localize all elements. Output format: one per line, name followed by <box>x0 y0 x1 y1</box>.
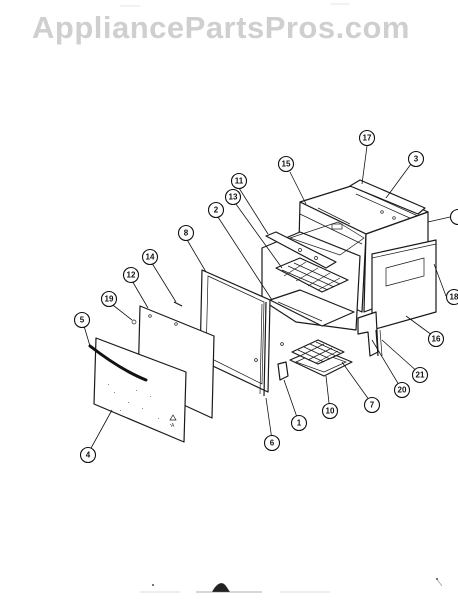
watermark-text: AppliancePartsPros.com <box>32 10 410 45</box>
door-hinge <box>277 361 289 381</box>
callout-3: 3 <box>407 150 425 168</box>
callout-10: 10 <box>321 402 339 420</box>
broiler-pan-assembly <box>289 339 353 377</box>
callout-1: 1 <box>290 414 308 432</box>
callout-18-label: 18 <box>450 293 458 302</box>
callout-3-label: 3 <box>414 155 419 164</box>
callout-4-label: 4 <box>86 451 91 460</box>
broiler-grid <box>291 339 345 365</box>
callout-21: 21 <box>411 366 429 384</box>
callout-15-label: 15 <box>282 160 291 169</box>
callout-2-label: 2 <box>214 206 219 215</box>
callout-18: 18 <box>445 288 458 306</box>
callout-5-label: 5 <box>80 316 85 325</box>
door-clip <box>131 319 137 325</box>
side-panel <box>371 239 437 331</box>
scan-artifacts <box>120 3 443 593</box>
oven-door-assembly: A <box>88 269 289 443</box>
oven-bottom-pan <box>269 289 355 327</box>
callout-4: 4 <box>79 446 97 464</box>
callout-13: 13 <box>224 188 242 206</box>
callout-16: 16 <box>427 330 445 348</box>
callout-15: 15 <box>277 155 295 173</box>
callout-20-label: 20 <box>398 386 407 395</box>
callout-6: 6 <box>263 434 281 452</box>
rear-rail <box>349 179 426 215</box>
callout-11: 11 <box>230 172 248 190</box>
callout-12-label: 12 <box>127 271 136 280</box>
callout-6-label: 6 <box>270 439 275 448</box>
callout-19: 19 <box>100 290 118 308</box>
door-frame-strip <box>263 301 267 397</box>
trim-strip <box>375 329 379 357</box>
oven-rack <box>275 257 349 293</box>
callout-10-label: 10 <box>326 407 335 416</box>
svg-text:A: A <box>171 423 175 429</box>
callout-11-label: 11 <box>235 177 244 186</box>
callout-5: 5 <box>73 311 91 329</box>
side-panel-recess <box>385 257 425 287</box>
callout-9 <box>449 208 458 226</box>
callout-8-label: 8 <box>184 229 189 238</box>
side-panel-assembly <box>357 239 437 357</box>
broil-bracket <box>265 231 337 269</box>
door-handle <box>88 344 148 382</box>
side-trim <box>357 311 379 357</box>
callout-19-label: 19 <box>105 295 114 304</box>
callout-21-label: 21 <box>416 371 425 380</box>
callout-2: 2 <box>207 201 225 219</box>
callout-17: 17 <box>358 129 376 147</box>
callout-13-label: 13 <box>229 193 238 202</box>
callout-1-label: 1 <box>297 419 302 428</box>
callout-8: 8 <box>177 224 195 242</box>
oven-cavity-back <box>288 221 365 256</box>
callout-12: 12 <box>122 266 140 284</box>
callout-14-label: 14 <box>146 253 155 262</box>
callout-7: 7 <box>363 396 381 414</box>
callout-16-label: 16 <box>432 335 441 344</box>
callout-7-label: 7 <box>370 401 375 410</box>
callout-14: 14 <box>141 248 159 266</box>
callout-20: 20 <box>393 381 411 399</box>
door-screw <box>173 301 183 307</box>
callout-17-label: 17 <box>363 134 372 143</box>
callout-layer: 17 3 15 11 13 2 8 14 12 19 5 4 6 1 10 7 … <box>73 129 458 464</box>
